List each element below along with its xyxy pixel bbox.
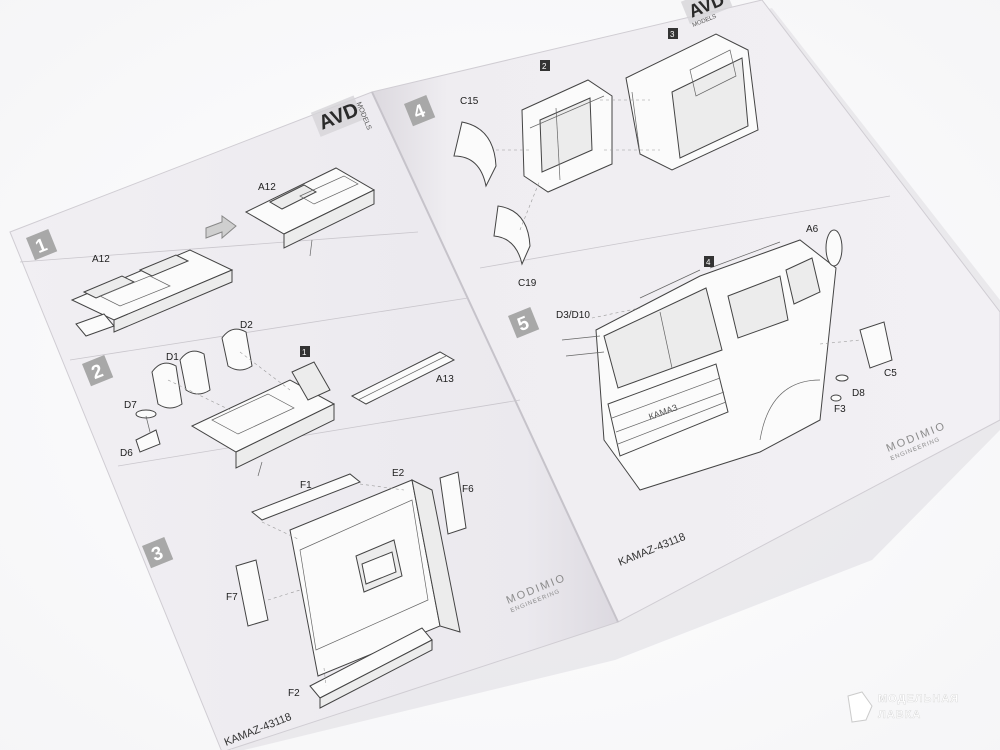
- callout-marker: [704, 256, 714, 267]
- callout-marker: [540, 60, 550, 71]
- step-3-label: F6: [462, 484, 474, 495]
- step-4-label: C19: [518, 278, 537, 289]
- step-1-label: A12: [92, 254, 110, 265]
- step-1-drawing: A12 A12: [70, 167, 376, 337]
- step-3-label: F2: [288, 688, 300, 699]
- step-4-label: C15: [460, 96, 479, 107]
- step-5-label: D8: [852, 388, 865, 399]
- step-2-label: D2: [240, 320, 253, 331]
- step-2-drawing: D1 D2 1 D7 D6 A13: [120, 320, 456, 477]
- watermark-line1: МОДЕЛЬНАЯ: [878, 693, 959, 705]
- step-2-label: D6: [120, 448, 133, 459]
- step-5-label: C5: [884, 368, 897, 379]
- step-2-label: D1: [166, 352, 179, 363]
- step-3-label: F1: [300, 480, 312, 491]
- separator: [479, 195, 891, 269]
- step-3-drawing: F1 E2 F6 F7 F2: [226, 468, 474, 709]
- step-4-drawing: 2 3 C15 C19: [453, 28, 759, 289]
- step-5-label: D3/D10: [556, 310, 590, 321]
- step-2-label: D7: [124, 400, 137, 411]
- step-2-box: 2: [82, 355, 114, 387]
- step-5-label: 4: [706, 258, 711, 267]
- callout-marker: [300, 346, 310, 357]
- spine: [371, 91, 619, 623]
- avd-logo: AVD MODELS: [310, 95, 372, 137]
- watermark-logo-icon: [847, 691, 873, 723]
- step-5-box: 5: [508, 307, 540, 339]
- step-5-label: A6: [806, 224, 819, 235]
- watermark: МОДЕЛЬНАЯ ЛАВКА: [847, 691, 959, 723]
- step-5-drawing: КАМАЗ D3/D10 4 A6 C5 D8 F3: [556, 224, 897, 491]
- step-2-label: 1: [302, 348, 307, 357]
- step-1-box: 1: [25, 229, 58, 261]
- step-3-box: 3: [142, 537, 174, 569]
- callout-marker: [668, 28, 678, 39]
- step-2-label: A13: [436, 374, 454, 385]
- step-4-label: 3: [670, 30, 675, 39]
- step-4-label: 2: [542, 62, 547, 71]
- separator: [117, 399, 521, 467]
- watermark-line2: ЛАВКА: [878, 709, 921, 721]
- step-4-box: 4: [404, 95, 436, 127]
- arrow-icon: [205, 215, 237, 240]
- step-3-label: E2: [392, 468, 405, 479]
- step-1-label: A12: [258, 182, 276, 193]
- separator: [19, 231, 419, 263]
- separator: [69, 297, 469, 361]
- step-3-label: F7: [226, 592, 238, 603]
- step-5-label: F3: [834, 404, 846, 415]
